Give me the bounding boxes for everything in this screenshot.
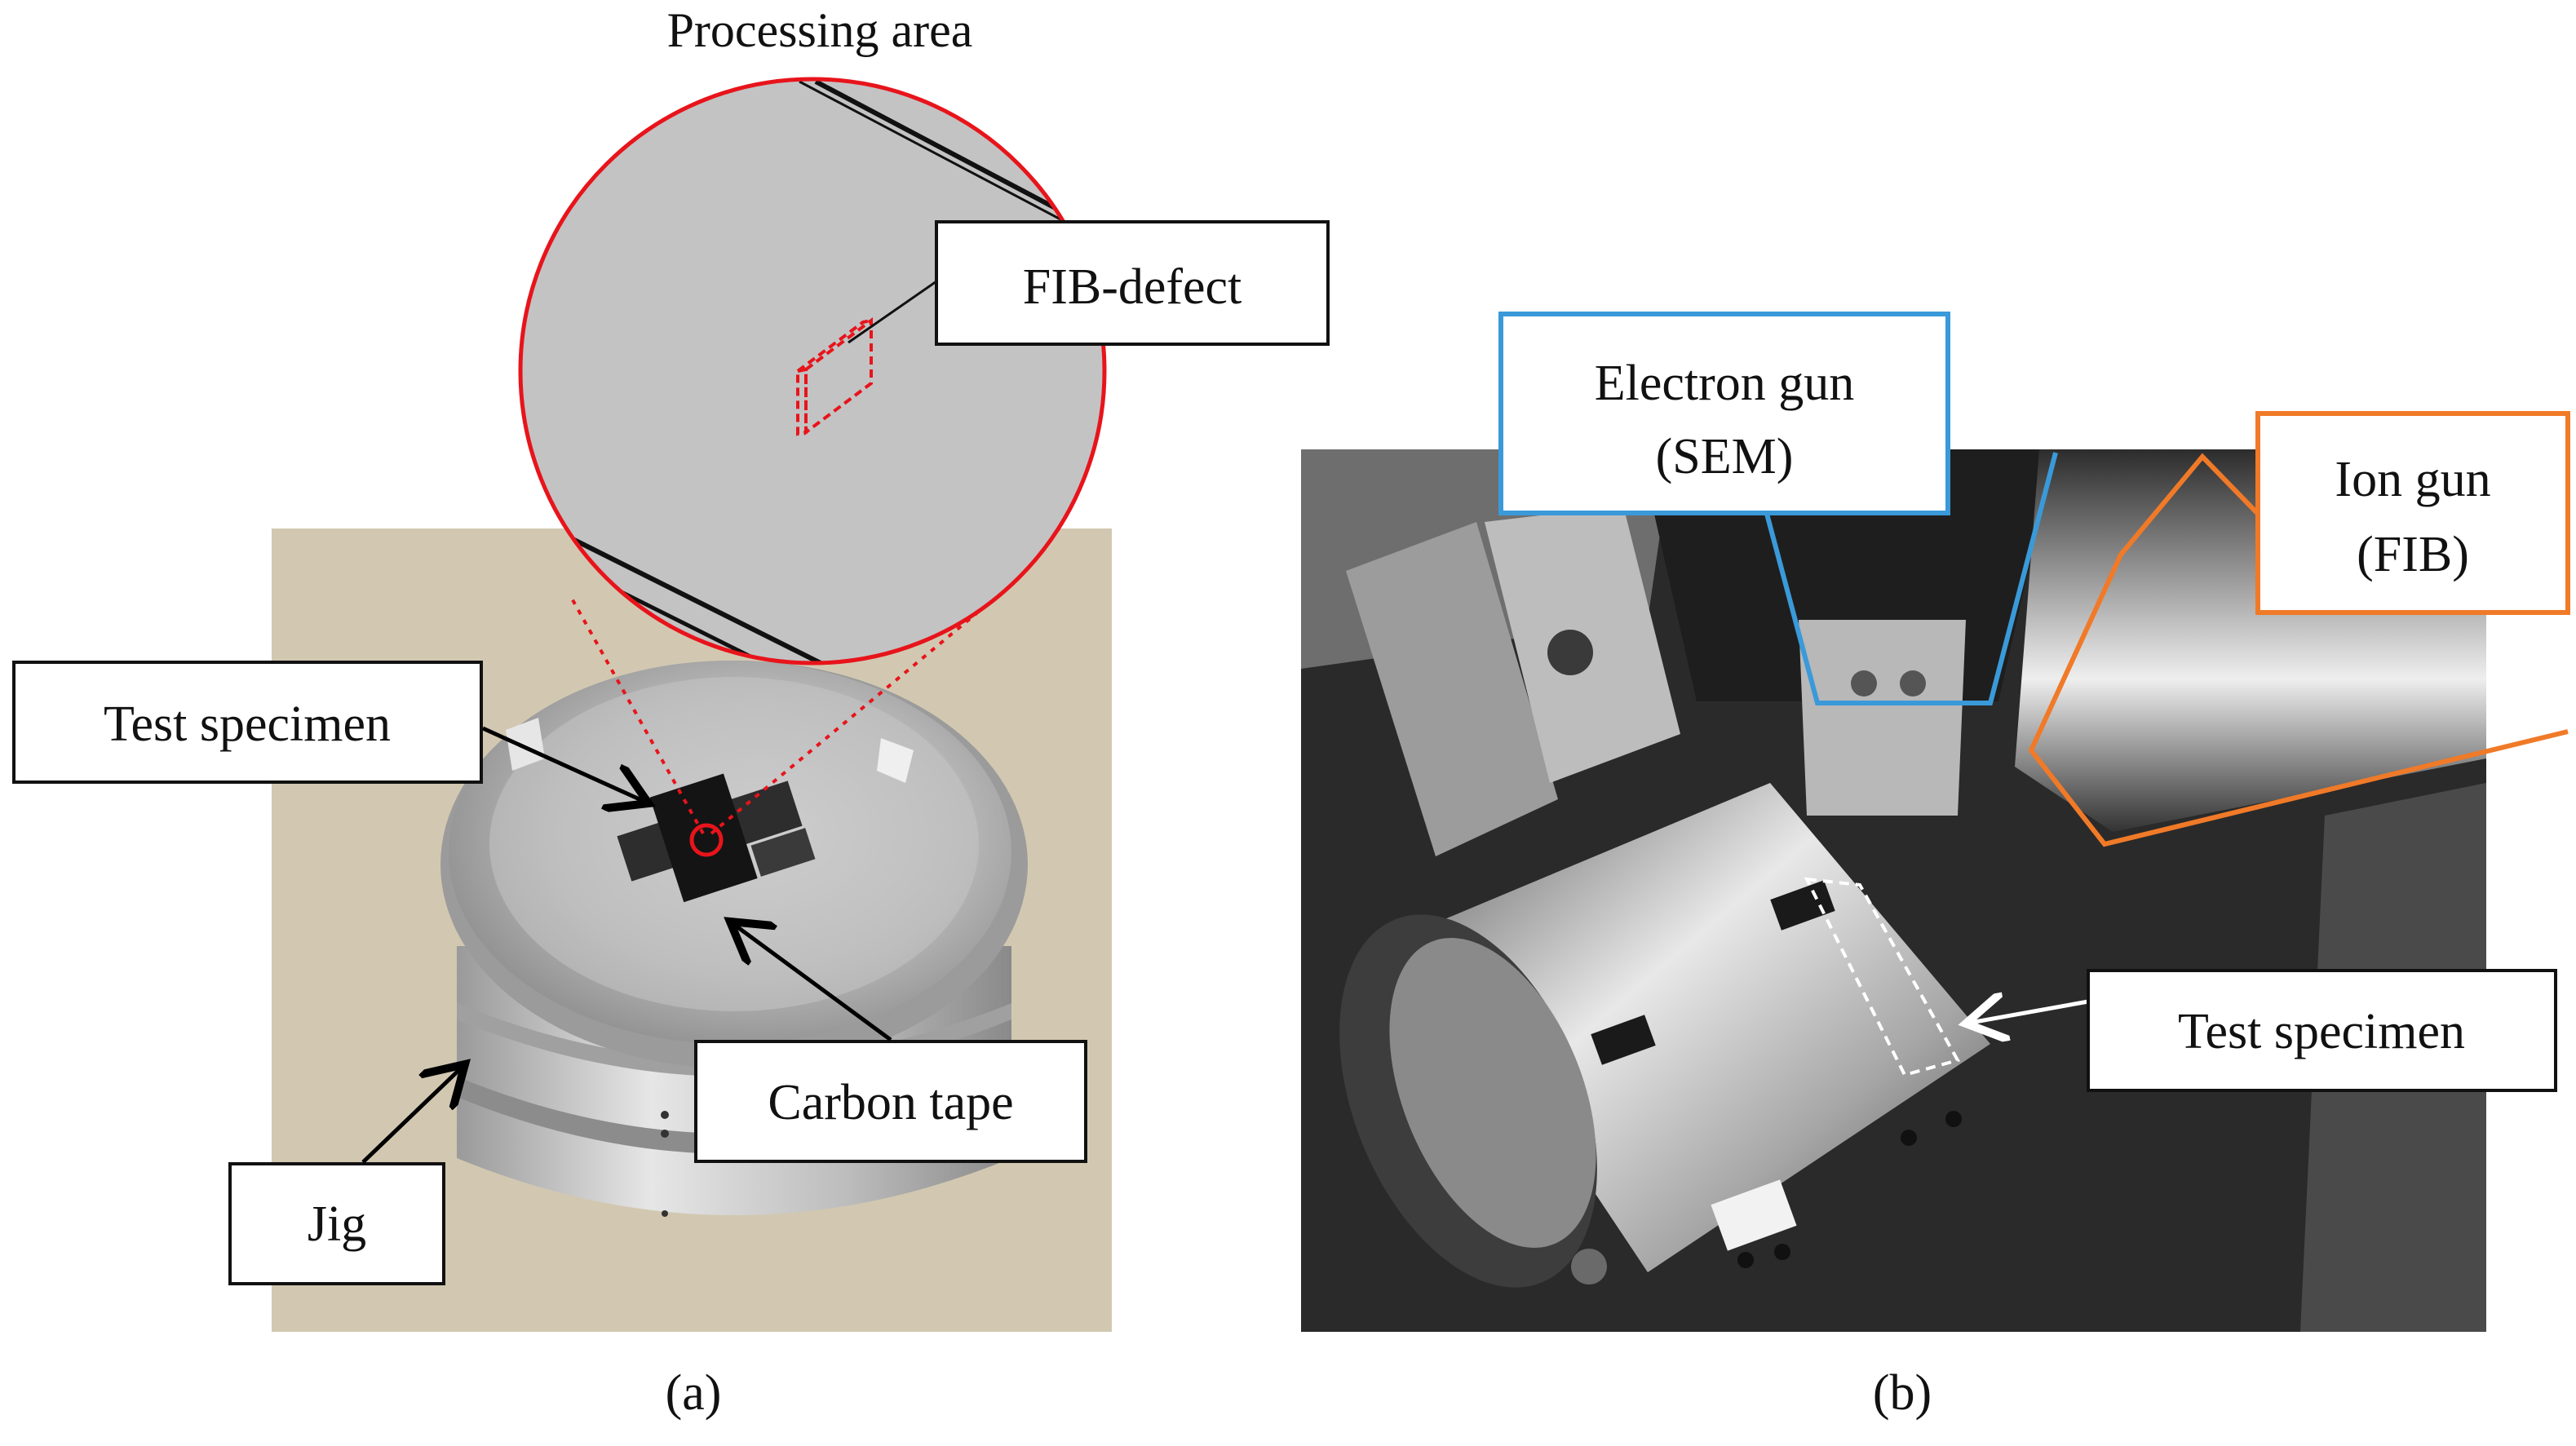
test-specimen-region-b — [1804, 877, 1960, 1077]
test-specimen-label-box-b: Test specimen — [2087, 969, 2557, 1092]
carbon-tape-arrow — [730, 922, 892, 1042]
electron-gun-label-line2: (SEM) — [1656, 429, 1794, 484]
electron-gun-label-box: Electron gun (SEM) — [1498, 312, 1950, 515]
processing-area-title: Processing area — [667, 3, 973, 57]
fib-defect-pointer — [848, 280, 937, 344]
jig-arrow — [361, 1064, 465, 1164]
ion-gun-label-box: Ion gun (FIB) — [2255, 411, 2570, 615]
panel-b-caption: (b) — [1873, 1365, 1932, 1421]
carbon-tape-label: Carbon tape — [768, 1075, 1013, 1130]
jig-label-box: Jig — [228, 1162, 445, 1285]
electron-gun-outline — [1764, 452, 2058, 705]
carbon-tape-label-box: Carbon tape — [694, 1040, 1087, 1163]
jig-photo — [272, 528, 1112, 1332]
ion-gun-outline — [2028, 453, 2569, 847]
test-specimen-arrow-b — [1966, 1002, 2089, 1024]
zoom-line-right — [710, 604, 987, 835]
panel-b: Electron gun (SEM) Ion gun (FIB) Test sp… — [1301, 312, 2570, 1421]
test-specimen-label-box-a: Test specimen — [12, 661, 483, 784]
panel-a-caption: (a) — [666, 1365, 722, 1421]
panel-a: Processing area FIB-defect Test specimen… — [12, 3, 1330, 1421]
fib-defect-label-box: FIB-defect — [935, 220, 1330, 346]
ion-gun-label-line1: Ion gun — [2335, 452, 2490, 507]
fib-defect-shape — [796, 317, 873, 436]
ion-gun-label-line2: (FIB) — [2357, 527, 2469, 582]
test-specimen-label-a: Test specimen — [104, 696, 391, 752]
jig-label: Jig — [308, 1196, 366, 1252]
test-specimen-arrow-a — [481, 726, 648, 803]
electron-gun-label-line1: Electron gun — [1595, 356, 1855, 411]
fib-defect-label: FIB-defect — [1023, 259, 1242, 315]
test-specimen-label-b: Test specimen — [2178, 1004, 2465, 1059]
processing-area-marker — [689, 823, 724, 857]
specimen-on-jig — [617, 773, 816, 903]
